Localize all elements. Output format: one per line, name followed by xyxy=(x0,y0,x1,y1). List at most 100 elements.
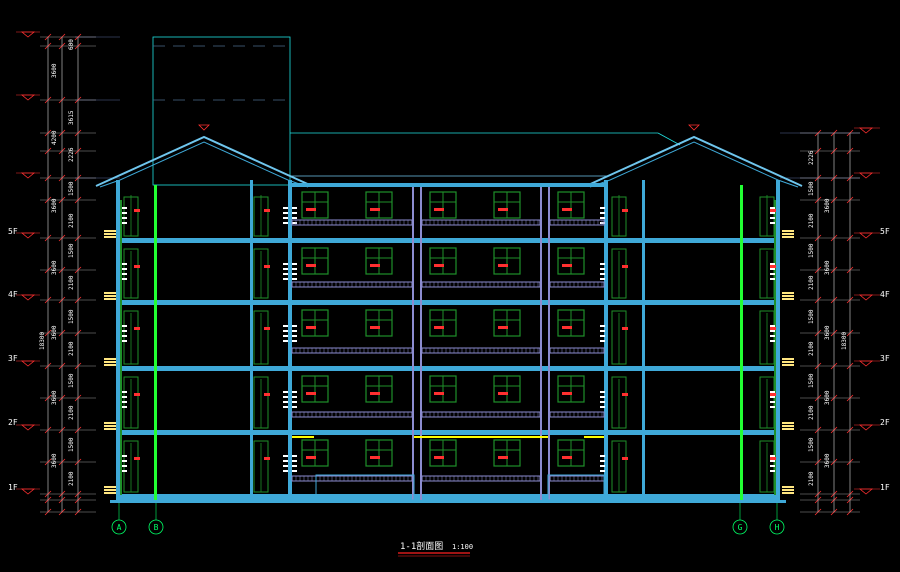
svg-text:H: H xyxy=(775,523,780,532)
window-tag xyxy=(434,264,444,267)
door-hatch xyxy=(600,340,605,342)
door-hatch xyxy=(122,263,127,265)
door-hatch xyxy=(770,455,775,457)
dim-text: 3600 xyxy=(824,198,831,213)
door-hatch xyxy=(283,273,288,275)
dim-text: 1500 xyxy=(808,181,815,196)
door-hatch xyxy=(122,396,127,398)
side-window xyxy=(123,310,140,365)
door-hatch xyxy=(770,222,775,224)
door-hatch xyxy=(122,330,127,332)
svg-text:G: G xyxy=(738,523,743,532)
window-tag xyxy=(562,456,572,459)
door-hatch xyxy=(770,330,775,332)
step xyxy=(104,230,116,232)
door-hatch xyxy=(600,207,605,209)
side-window xyxy=(611,195,628,237)
dim-text: 1500 xyxy=(68,181,75,196)
dim-text: 1500 xyxy=(808,309,815,324)
door-hatch xyxy=(122,401,127,403)
side-window xyxy=(611,376,628,429)
window xyxy=(365,309,393,337)
left-outer-dims: 3600 3600 3600 3600 3600 4200 3600 18300 xyxy=(39,63,58,468)
door-hatch xyxy=(770,401,775,403)
door-hatch xyxy=(770,217,775,219)
door-hatch xyxy=(770,263,775,265)
door-hatch xyxy=(292,470,297,472)
side-window xyxy=(759,195,776,237)
window-tag xyxy=(306,326,316,329)
side-window-tag xyxy=(134,265,140,268)
window xyxy=(365,247,393,275)
door-hatch xyxy=(283,465,288,467)
walls xyxy=(116,180,780,500)
step xyxy=(782,428,794,430)
window-tag xyxy=(498,392,508,395)
door-hatch xyxy=(283,335,288,337)
svg-text:B: B xyxy=(154,523,159,532)
floor-label: 4F xyxy=(8,290,18,299)
door-hatch xyxy=(292,212,297,214)
dim-text: 3600 xyxy=(51,453,58,468)
window xyxy=(493,309,521,337)
elevation-markers xyxy=(16,31,880,495)
door-hatch xyxy=(600,335,605,337)
door-hatch xyxy=(283,217,288,219)
door-hatch xyxy=(283,268,288,270)
dim-total: 18300 xyxy=(39,332,46,350)
door-hatch xyxy=(292,335,297,337)
step xyxy=(782,422,794,424)
step xyxy=(104,428,116,430)
door-hatch xyxy=(770,465,775,467)
ridge-marker xyxy=(688,124,700,131)
ridge-marker xyxy=(198,124,210,131)
window-tag xyxy=(306,392,316,395)
door-hatch xyxy=(122,391,127,393)
side-window-tag xyxy=(770,457,776,460)
drawing-title: 1-1剖面图 1:100 xyxy=(398,540,473,557)
dim-text: 1500 xyxy=(68,373,75,388)
core-outline xyxy=(152,36,681,186)
side-window xyxy=(759,310,776,365)
green-columns xyxy=(120,185,776,500)
dim-text: 3615 xyxy=(68,110,75,125)
axis-bubble-b: B xyxy=(148,519,164,535)
door-hatch xyxy=(283,222,288,224)
step xyxy=(782,298,794,300)
floor-label: 1F xyxy=(8,483,18,492)
window xyxy=(365,439,393,467)
middle-roof-slab xyxy=(290,175,608,187)
dim-text: 2100 xyxy=(68,471,75,486)
step xyxy=(782,361,794,363)
side-window xyxy=(611,310,628,365)
door-hatch xyxy=(292,340,297,342)
grid-axes: A B G H xyxy=(111,503,785,535)
door-hatch xyxy=(292,325,297,327)
axis-bubble-g: G xyxy=(732,519,748,535)
door-hatch xyxy=(122,340,127,342)
door-hatch xyxy=(292,263,297,265)
door-hatch xyxy=(600,391,605,393)
left-dimension-lines xyxy=(47,37,79,512)
door-hatch xyxy=(600,470,605,472)
door-hatch xyxy=(122,217,127,219)
side-window-tag xyxy=(622,265,628,268)
dim-text: 3600 xyxy=(51,63,58,78)
dim-text: 1500 xyxy=(68,309,75,324)
step xyxy=(782,230,794,232)
door-hatch xyxy=(292,401,297,403)
window xyxy=(557,191,585,219)
side-window-tag xyxy=(622,209,628,212)
step xyxy=(104,422,116,424)
door-hatch xyxy=(292,406,297,408)
right-inner-dims: 2226 1500 2100 1500 2100 1500 2100 1500 … xyxy=(808,150,815,486)
step xyxy=(782,358,794,360)
dim-text: 3600 xyxy=(824,325,831,340)
svg-text:A: A xyxy=(117,523,122,532)
door-hatch xyxy=(122,335,127,337)
step xyxy=(782,489,794,491)
dim-text: 600 xyxy=(68,39,75,50)
window-tag xyxy=(498,264,508,267)
window-tag xyxy=(370,392,380,395)
